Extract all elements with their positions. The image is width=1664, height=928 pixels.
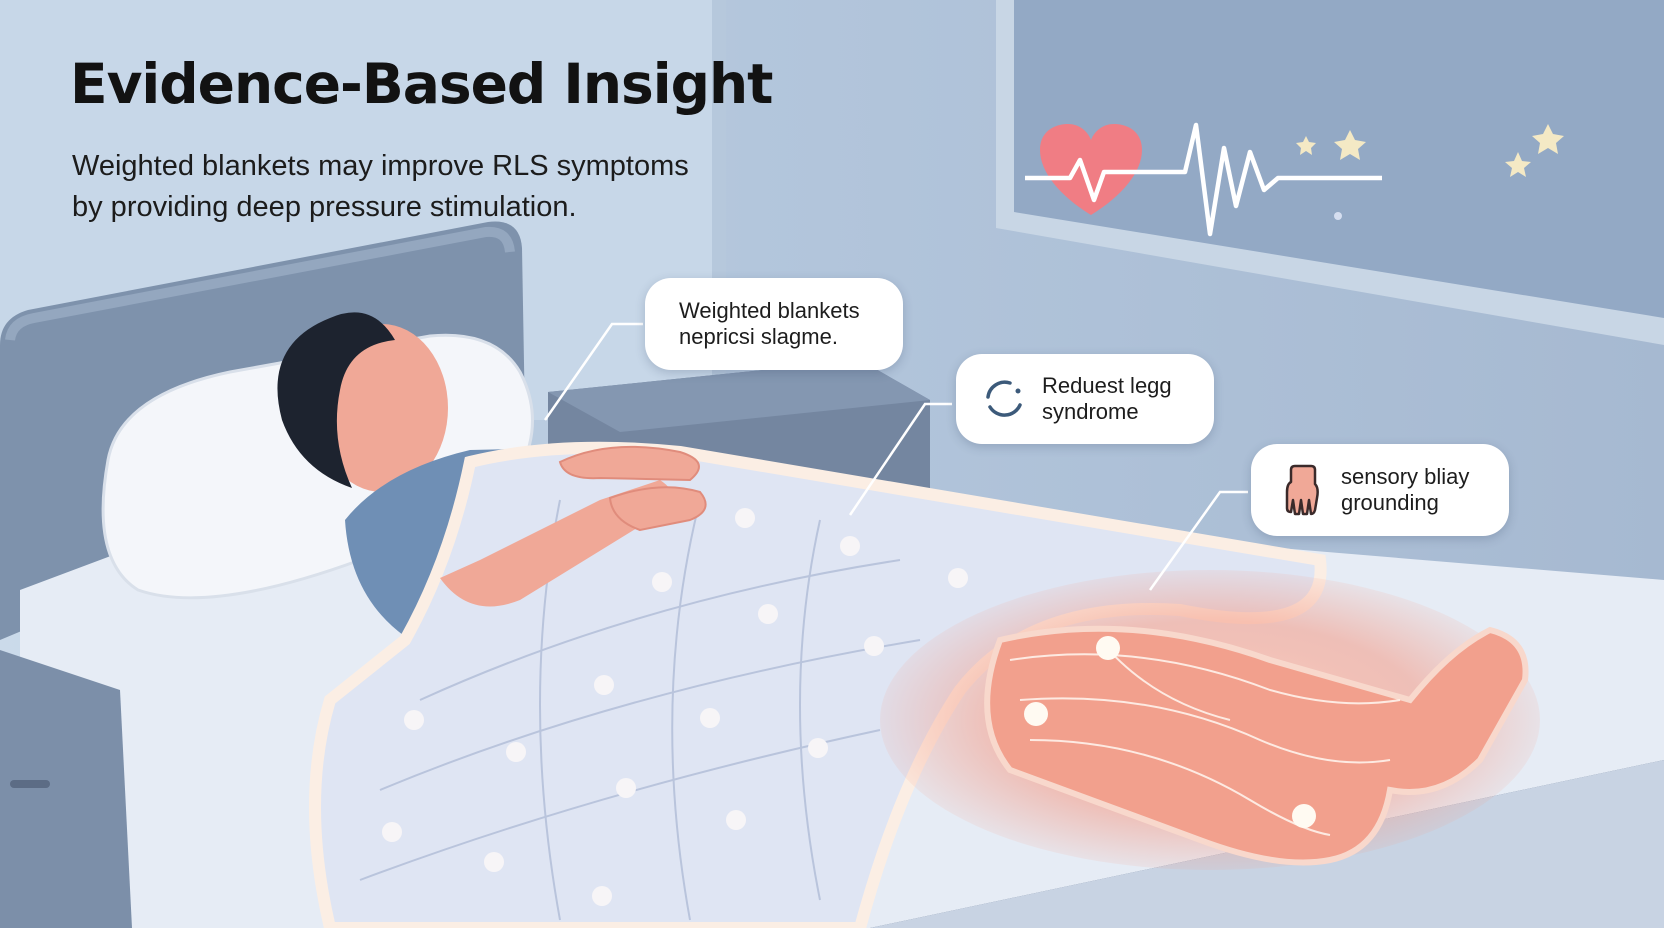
star-dot <box>1334 212 1342 220</box>
nerve-nodes <box>1024 636 1316 828</box>
callout-1-line-1: Weighted blankets <box>679 298 860 323</box>
legs <box>984 625 1529 866</box>
page-title: Evidence-Based Insight <box>70 52 773 116</box>
hand-icon <box>1285 464 1319 516</box>
subtitle-line-1: Weighted blankets may improve RLS sympto… <box>72 150 689 182</box>
heartbeat-line-icon <box>1025 122 1382 237</box>
hand-upper <box>558 445 700 482</box>
callout-sensory-grounding: sensory bliay grounding <box>1251 444 1509 536</box>
nightstand-left-handle <box>10 780 50 788</box>
callout-leader-lines <box>543 322 1248 591</box>
nightstand-right-top <box>548 360 930 432</box>
callout-weighted-blankets: Weighted blankets nepricsi slagme. <box>645 278 903 370</box>
hand-lower <box>608 486 707 532</box>
callout-1-line-2: nepricsi slagme. <box>679 324 838 349</box>
blanket-weight-beads <box>382 508 968 906</box>
callout-2-line-2: syndrome <box>1042 399 1139 424</box>
headboard-top <box>5 226 515 341</box>
star-icon <box>1296 124 1564 177</box>
hair <box>277 312 395 488</box>
callout-3-line-1: sensory bliay <box>1341 464 1470 489</box>
nightstand-left <box>0 650 132 928</box>
subtitle-line-2: by providing deep pressure stimulation. <box>72 191 577 223</box>
callout-3-line-2: grounding <box>1341 490 1439 515</box>
callout-restless-legs: Reduest legg syndrome <box>956 354 1214 444</box>
face <box>316 324 448 492</box>
subtitle: Weighted blankets may improve RLS sympto… <box>72 146 689 228</box>
callout-2-line-1: Reduest legg <box>1042 373 1172 398</box>
circular-arrows-icon <box>986 380 1022 417</box>
window-pane <box>1014 0 1664 318</box>
heart-icon <box>1040 124 1142 215</box>
